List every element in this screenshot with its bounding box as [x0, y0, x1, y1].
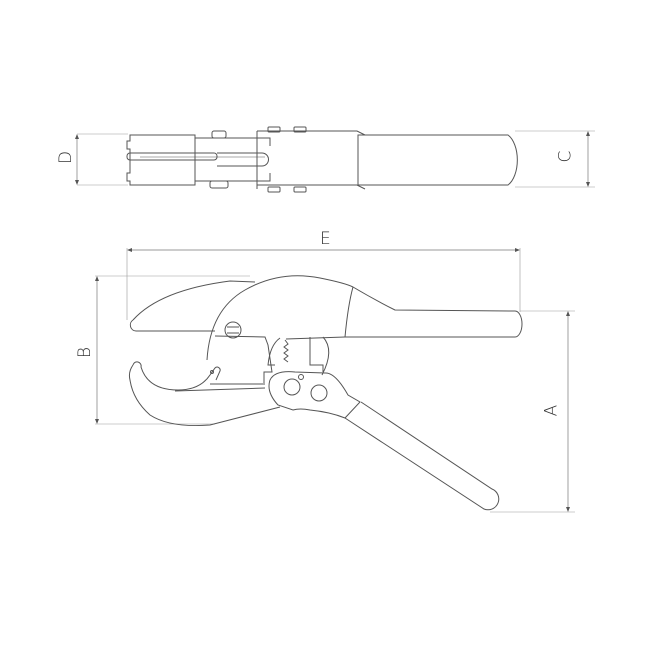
dimension-label-e: E — [320, 229, 331, 249]
dimension-label-c: C — [555, 150, 576, 163]
side-view — [95, 248, 575, 513]
top-view — [75, 126, 595, 193]
dimension-label-a: A — [541, 404, 562, 417]
dimension-label-d: D — [56, 150, 77, 165]
dimension-label-b: B — [75, 346, 96, 359]
